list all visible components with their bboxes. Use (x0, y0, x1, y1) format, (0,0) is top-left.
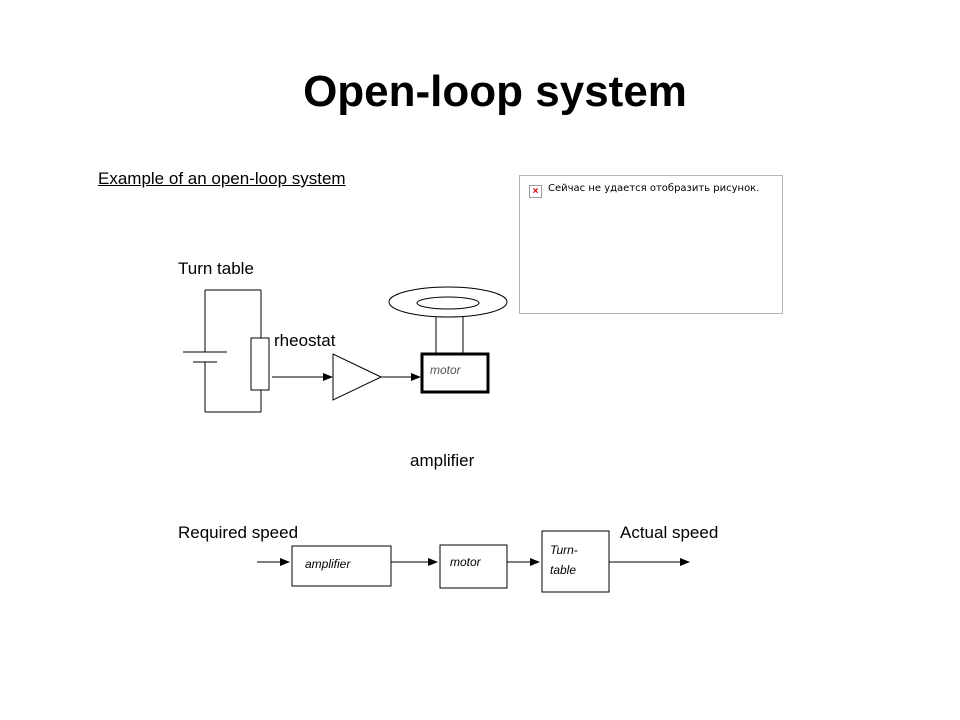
block-diagram (257, 530, 690, 593)
subtitle: Example of an open-loop system (98, 169, 346, 188)
broken-image-message: Сейчас не удается отобразить рисунок. (548, 183, 760, 194)
amplifier-label: amplifier (410, 451, 475, 470)
turntable-block (541, 530, 610, 593)
broken-image-placeholder: × Сейчас не удается отобразить рисунок. (519, 175, 783, 314)
turntable-block-label-line1: Turn- (550, 543, 578, 557)
error-x-icon: × (529, 185, 542, 198)
motor-block (439, 544, 508, 589)
motor-block-label: motor (450, 555, 481, 569)
amplifier-block (291, 545, 392, 587)
required-speed-label: Required speed (178, 523, 299, 542)
slide-title: Open-loop system (303, 67, 687, 116)
battery-circuit (183, 289, 262, 413)
turntable-block-label-line2: table (550, 563, 577, 577)
amplifier-symbol (332, 353, 383, 401)
motor-box (420, 352, 490, 394)
rheostat (250, 337, 270, 391)
turn-table-label: Turn table (178, 259, 254, 278)
motor-label: motor (430, 363, 461, 377)
amplifier-block-label: amplifier (305, 557, 351, 571)
rheostat-label: rheostat (274, 331, 336, 350)
actual-speed-label: Actual speed (620, 523, 719, 542)
turntable-inner (416, 296, 480, 310)
